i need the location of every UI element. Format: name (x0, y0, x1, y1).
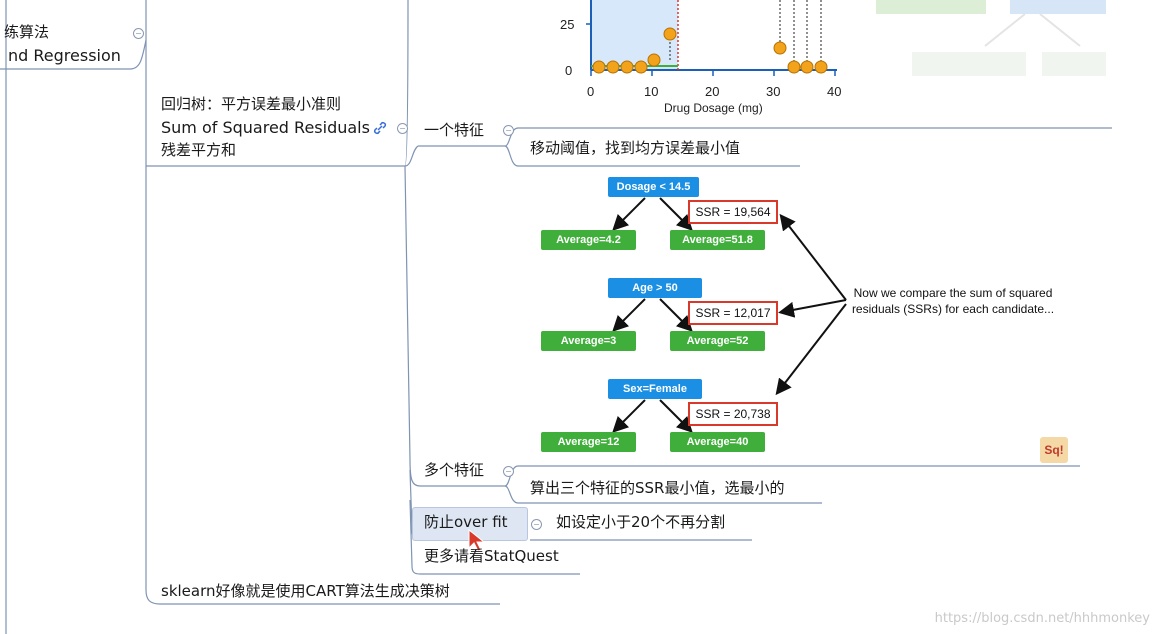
tree-1-right-leaf: Average=51.8 (670, 230, 765, 250)
faded-tree-leaf (912, 52, 1026, 76)
collapse-toggle-regression[interactable]: − (397, 123, 408, 134)
x-tick-label: 0 (587, 84, 594, 99)
regression-tree-title[interactable]: 回归树：平方误差最小准则 (161, 95, 342, 113)
regression-tree-note[interactable]: 残差平方和 (161, 141, 237, 159)
mouse-cursor-icon (468, 529, 486, 552)
plot-point (800, 60, 814, 74)
tree-3-root: Sex=Female (608, 379, 702, 399)
sklearn-node[interactable]: sklearn好像就是使用CART算法生成决策树 (161, 582, 450, 600)
x-tick-label: 20 (705, 84, 719, 99)
y-tick-label: 25 (560, 17, 574, 32)
multi-feature-note[interactable]: 算出三个特征的SSR最小值，选最小的 (530, 479, 785, 497)
x-tick-label: 30 (766, 84, 780, 99)
regression-tree-subtitle[interactable]: Sum of Squared Residuals (161, 118, 370, 137)
tree-3-left-leaf: Average=12 (541, 432, 636, 452)
prevent-overfit-note[interactable]: 如设定小于20个不再分割 (556, 513, 726, 531)
root-fragment-2[interactable]: nd Regression (8, 46, 121, 65)
one-feature-note[interactable]: 移动阈值，找到均方误差最小值 (530, 139, 741, 157)
collapse-toggle-one-feature[interactable]: − (503, 125, 514, 136)
faded-tree-branches (984, 14, 1081, 47)
x-axis-label: Drug Dosage (mg) (664, 101, 763, 115)
compare-ssr-note: Now we compare the sum of squared residu… (851, 286, 1055, 316)
multi-feature-node[interactable]: 多个特征 (424, 461, 485, 479)
csdn-watermark: https://blog.csdn.net/hhhmonkey (934, 611, 1150, 626)
more-statquest-node[interactable]: 更多请看StatQuest (424, 547, 559, 565)
tree-2-root: Age > 50 (608, 278, 702, 298)
one-feature-node[interactable]: 一个特征 (424, 121, 485, 139)
plot-point (634, 60, 648, 74)
faded-tree-leaf (1042, 52, 1106, 76)
plot-point (773, 41, 787, 55)
tree-3-right-leaf: Average=40 (670, 432, 765, 452)
plot-point (787, 60, 801, 74)
tree-2-right-leaf: Average=52 (670, 331, 765, 351)
faded-tree-node (876, 0, 986, 14)
tree-2-left-leaf: Average=3 (541, 331, 636, 351)
plot-point (663, 27, 677, 41)
collapse-toggle-root[interactable]: − (133, 28, 144, 39)
plot-point (606, 60, 620, 74)
tree-1-ssr: SSR = 19,564 (688, 200, 778, 224)
tree-1-left-leaf: Average=4.2 (541, 230, 636, 250)
root-fragment-1[interactable]: 练算法 (4, 23, 50, 41)
prevent-overfit-node[interactable]: 防止over fit (424, 513, 508, 531)
tree-2-ssr: SSR = 12,017 (688, 301, 778, 325)
collapse-toggle-multi-feature[interactable]: − (503, 466, 514, 477)
dosage-plot: 25 0 0 10 20 30 40 Drug Dosage (mg) (560, 0, 841, 115)
plot-point (620, 60, 634, 74)
plot-point (814, 60, 828, 74)
plot-point (592, 60, 606, 74)
link-icon[interactable] (373, 120, 387, 135)
faded-tree-node (1010, 0, 1106, 14)
collapse-toggle-overfit[interactable]: − (531, 519, 542, 530)
statquest-logo-icon: Sq! (1040, 437, 1068, 463)
x-tick-label: 40 (827, 84, 841, 99)
x-tick-label: 10 (644, 84, 658, 99)
plot-highlight-region (591, 0, 678, 70)
tree-arrows (612, 197, 847, 433)
tree-3-ssr: SSR = 20,738 (688, 402, 778, 426)
plot-point (647, 53, 661, 67)
tree-1-root: Dosage < 14.5 (608, 177, 699, 197)
y-tick-label: 0 (565, 63, 572, 78)
